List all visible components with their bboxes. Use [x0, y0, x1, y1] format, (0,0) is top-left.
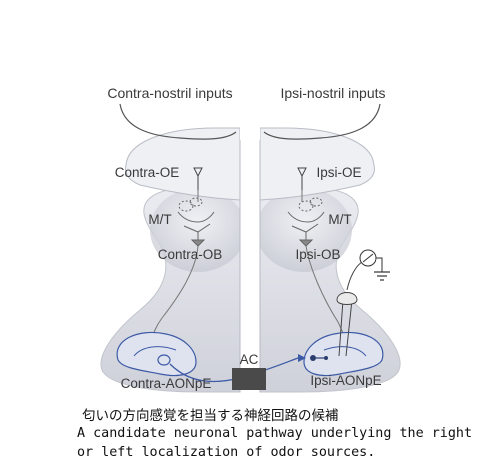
contra-nostril-arc [119, 103, 237, 140]
ipsi-aonpe-neuron [310, 355, 328, 361]
voltmeter-icon [359, 249, 383, 272]
ipsi-nostril-label: Ipsi-nostril inputs [280, 85, 385, 101]
caption-japanese: 匂いの方向感覚を担当する神経回路の候補 [82, 408, 339, 424]
ipsi-ob-region [256, 188, 352, 272]
ground-icon [374, 271, 390, 281]
contra-ob-region [150, 188, 246, 272]
ipsi-oe-region [259, 127, 375, 201]
olfactory-pathway-diagram: Contra-nostril inputs Ipsi-nostril input… [100, 85, 401, 393]
contra-oe-label: Contra-OE [115, 165, 180, 180]
ipsi-mt-cell [287, 197, 325, 247]
mt-left-label: M/T [148, 212, 171, 227]
caption-english-line1: A candidate neuronal pathway underlying … [77, 426, 473, 441]
ipsi-aonpe-region [303, 331, 384, 377]
contra-ob-label: Contra-OB [158, 247, 223, 262]
ac-label: AC [240, 352, 259, 367]
contra-oe-region [125, 127, 241, 201]
ipsi-aonpe-inner [323, 346, 367, 357]
contra-nostril-label: Contra-nostril inputs [107, 85, 232, 101]
ipsi-oe-neuron [297, 167, 307, 190]
caption-english-line2: or left localization of odor sources. [77, 445, 376, 460]
mt-right-label: M/T [328, 212, 351, 227]
contra-mt-cell [177, 197, 215, 247]
recording-electrode [336, 261, 363, 357]
ipsi-aonpe-label: Ipsi-AONpE [310, 373, 381, 388]
contra-aonpe-region [116, 331, 197, 377]
midline-septum [240, 120, 260, 392]
ipsi-ob-label: Ipsi-OB [295, 247, 340, 262]
contra-aonpe-label: Contra-AONpE [121, 376, 212, 391]
ipsi-nostril-arc [263, 103, 381, 140]
projection-arrowhead [298, 354, 306, 362]
ipsi-oe-label: Ipsi-OE [316, 165, 361, 180]
contra-aonpe-inner [133, 346, 177, 357]
contra-oe-neuron [193, 167, 203, 190]
anterior-commissure [232, 368, 266, 390]
contra-aonpe-neuron [157, 354, 171, 366]
